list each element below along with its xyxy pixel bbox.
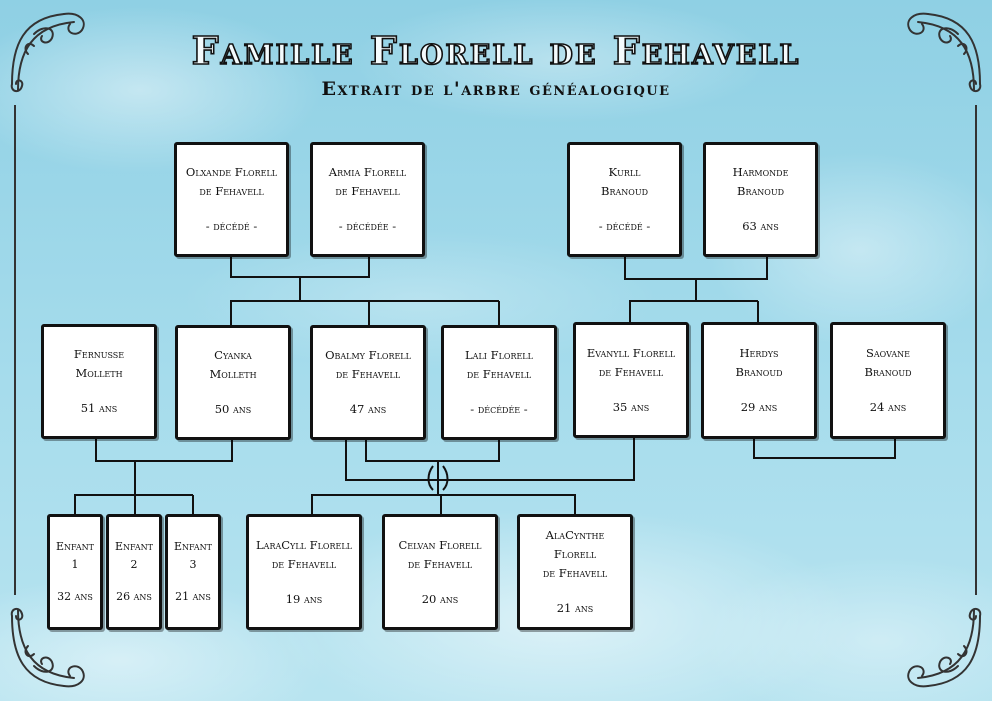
- person-fernusse[interactable]: Fernusse Molleth 51 ans: [41, 324, 157, 439]
- person-name: AlaCynthe Florell: [545, 528, 605, 561]
- person-age: 50 ans: [214, 402, 252, 416]
- person-name: Enfant: [56, 540, 94, 553]
- person-name: de Fehavell: [542, 566, 608, 580]
- person-name: Enfant: [174, 540, 212, 553]
- person-name: Kurll: [608, 165, 641, 179]
- person-status: - décédé -: [598, 219, 651, 233]
- person-name: de Fehavell: [335, 184, 400, 198]
- connector-fernusse-cyanka: [95, 437, 233, 462]
- person-name: Herdys: [739, 346, 779, 360]
- person-age: 24 ans: [869, 400, 907, 414]
- person-enfant-3[interactable]: Enfant 3 21 ans: [165, 514, 221, 630]
- page-subtitle: Extrait de l'arbre généalogique: [321, 78, 671, 100]
- person-armia[interactable]: Armia Florell de Fehavell - décédée -: [310, 142, 425, 257]
- person-name: de Fehavell: [598, 364, 664, 379]
- person-alacynthe[interactable]: AlaCynthe Florell de Fehavell 21 ans: [517, 514, 633, 630]
- person-olxande[interactable]: Olxande Florell de Fehavell - décédé -: [174, 142, 289, 257]
- person-age: 51 ans: [80, 401, 118, 415]
- person-name: Branoud: [737, 184, 784, 198]
- frame-right-border: [975, 105, 977, 595]
- person-name: Cyanka: [214, 348, 252, 362]
- person-name: LaraCyll Florell: [256, 537, 352, 552]
- connector-children-knot: [427, 465, 449, 491]
- connector-molleth-children: [74, 461, 136, 517]
- person-status: - décédée -: [470, 402, 528, 416]
- corner-ornament-top-left: [10, 12, 85, 92]
- person-name: Obalmy Florell: [325, 348, 411, 362]
- person-age: 19 ans: [285, 591, 323, 606]
- person-name: Fernusse: [73, 347, 125, 361]
- person-name: Branoud: [864, 365, 912, 379]
- person-name: de Fehavell: [407, 556, 473, 571]
- person-name: Olxande Florell: [185, 165, 278, 179]
- person-obalmy[interactable]: Obalmy Florell de Fehavell 47 ans: [310, 325, 426, 440]
- person-name: de Fehavell: [466, 367, 532, 381]
- person-name: 2: [130, 558, 138, 571]
- person-laracyll[interactable]: LaraCyll Florell de Fehavell 19 ans: [246, 514, 362, 630]
- connector-kurll-children: [629, 279, 697, 324]
- person-enfant-2[interactable]: Enfant 2 26 ans: [106, 514, 162, 630]
- person-age: 63 ans: [742, 219, 779, 233]
- person-name: Lali Florell: [465, 348, 533, 362]
- person-herdys[interactable]: Herdys Branoud 29 ans: [701, 322, 817, 439]
- person-name: Armia Florell: [328, 165, 407, 179]
- person-age: 35 ans: [612, 399, 650, 414]
- person-lali[interactable]: Lali Florell de Fehavell - décédée -: [441, 325, 557, 440]
- person-name: Saovane: [866, 346, 910, 360]
- person-age: 32 ans: [57, 590, 93, 603]
- person-name: de Fehavell: [199, 184, 264, 198]
- connector-obalmy-evanyll: [345, 436, 635, 481]
- person-age: 29 ans: [740, 400, 778, 414]
- person-age: 20 ans: [421, 591, 459, 606]
- person-name: Evanyll Florell: [586, 345, 676, 360]
- person-name: Harmonde: [732, 165, 789, 179]
- connector-olxande-children: [230, 277, 301, 327]
- person-name: Branoud: [735, 365, 783, 379]
- person-age: 26 ans: [116, 590, 152, 603]
- person-status: - décédé -: [205, 219, 258, 233]
- person-harmonde[interactable]: Harmonde Branoud 63 ans: [703, 142, 818, 257]
- person-celvan[interactable]: Celvan Florell de Fehavell 20 ans: [382, 514, 498, 630]
- person-name: Molleth: [209, 367, 257, 381]
- corner-ornament-bottom-right: [907, 608, 982, 688]
- corner-ornament-bottom-left: [10, 608, 85, 688]
- person-kurll[interactable]: Kurll Branoud - décédé -: [567, 142, 682, 257]
- person-enfant-1[interactable]: Enfant 1 32 ans: [47, 514, 103, 630]
- person-name: de Fehavell: [271, 556, 337, 571]
- person-evanyll[interactable]: Evanyll Florell de Fehavell 35 ans: [573, 322, 689, 438]
- frame-left-border: [14, 105, 16, 595]
- person-age: 21 ans: [556, 601, 594, 615]
- person-name: de Fehavell: [335, 367, 401, 381]
- connector-kurll-harmonde: [624, 255, 768, 280]
- person-name: Enfant: [115, 540, 153, 553]
- person-saovane[interactable]: Saovane Branoud 24 ans: [830, 322, 946, 439]
- connector-children-bar: [311, 494, 576, 516]
- page-title: Famille Florell de Fehavell: [191, 27, 801, 74]
- person-name: Molleth: [75, 366, 123, 380]
- person-name: Celvan Florell: [398, 537, 482, 552]
- person-name: Branoud: [601, 184, 648, 198]
- person-status: - décédée -: [338, 219, 397, 233]
- person-cyanka[interactable]: Cyanka Molleth 50 ans: [175, 325, 291, 440]
- connector-herdys-saovane: [753, 437, 896, 459]
- person-name: 3: [189, 558, 197, 571]
- corner-ornament-top-right: [907, 12, 982, 92]
- connector-olxande-armia: [230, 255, 370, 278]
- person-age: 47 ans: [349, 402, 387, 416]
- person-age: 21 ans: [175, 590, 211, 603]
- connector-obalmy-lali: [365, 437, 500, 462]
- person-name: 1: [71, 558, 79, 571]
